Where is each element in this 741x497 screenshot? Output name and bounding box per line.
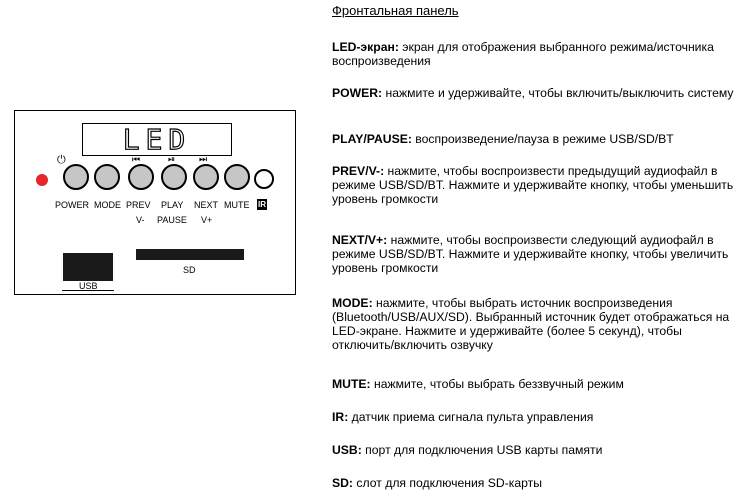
next-icon: ⏭ [199,155,208,165]
description-text: датчик приема сигнала пульта управления [348,410,594,424]
mode-label: MODE [94,200,121,210]
description-ir: IR: датчик приема сигнала пульта управле… [332,410,737,424]
description-prev: PREV/V-: нажмите, чтобы воспроизвести пр… [332,164,737,206]
mode-button[interactable] [94,164,120,190]
description-text: нажмите, чтобы воспроизвести предыдущий … [332,164,734,206]
description-text: нажмите, чтобы выбрать беззвучный режим [370,377,624,391]
description-mode: MODE: нажмите, чтобы выбрать источник во… [332,296,737,352]
mute-button[interactable] [224,164,250,190]
ir-sensor [254,169,274,189]
sd-label: SD [183,265,196,275]
v-plus-label: V+ [201,215,213,225]
power-button[interactable] [63,164,89,190]
prev-button[interactable] [128,164,154,190]
description-key: LED-экран: [332,40,399,54]
description-text: воспроизведение/пауза в режиме USB/SD/BT [411,132,674,146]
led-display-text: LED [122,122,192,156]
description-sd: SD: слот для подключения SD-карты [332,476,737,490]
description-key: MUTE: [332,377,371,391]
power-label: POWER [55,200,90,210]
pause-label: PAUSE [157,215,187,225]
prev-icon: ⏮ [132,155,141,165]
description-text: нажмите и удерживайте, чтобы включить/вы… [382,86,734,100]
description-key: SD: [332,476,353,490]
page-title: Фронтальная панель [332,3,459,18]
usb-port-frame [62,252,114,291]
prev-label: PREV [126,200,151,210]
description-text: слот для подключения SD-карты [353,476,542,490]
description-text: нажмите, чтобы выбрать источник воспроиз… [332,296,730,352]
description-next: NEXT/V+: нажмите, чтобы воспроизвести сл… [332,233,737,275]
play-label: PLAY [161,200,184,210]
v-minus-label: V- [136,215,145,225]
description-key: IR: [332,410,349,424]
usb-label: USB [79,281,98,291]
description-key: NEXT/V+: [332,233,388,247]
description-usb: USB: порт для подключения USB карты памя… [332,443,737,457]
description-mute: MUTE: нажмите, чтобы выбрать беззвучный … [332,377,737,391]
next-button[interactable] [193,164,219,190]
description-key: PLAY/PAUSE: [332,132,412,146]
description-led: LED-экран: экран для отображения выбранн… [332,40,737,68]
description-play-pause: PLAY/PAUSE: воспроизведение/пауза в режи… [332,132,737,146]
sd-slot[interactable] [136,249,244,260]
power-icon: ⏻ [57,153,66,166]
next-label: NEXT [194,200,219,210]
led-display: LED [82,122,232,157]
description-text: экран для отображения выбранного режима/… [332,40,714,68]
ir-label: IR [257,199,267,210]
play-pause-button[interactable] [161,164,187,190]
front-panel-diagram: LED ⏻ ⏮ ⏯ ⏭ POWER MODE PREV PLAY NEXT MU… [14,110,296,295]
mute-label: MUTE [224,200,250,210]
play-pause-icon: ⏯ [168,155,176,165]
description-key: POWER: [332,86,383,100]
description-text: нажмите, чтобы воспроизвести следующий а… [332,233,729,275]
description-power: POWER: нажмите и удерживайте, чтобы вклю… [332,86,737,100]
power-indicator-light [36,174,48,186]
description-key: MODE: [332,296,373,310]
description-key: PREV/V-: [332,164,385,178]
usb-port[interactable] [63,253,113,281]
description-key: USB: [332,443,362,457]
description-text: порт для подключения USB карты памяти [361,443,603,457]
